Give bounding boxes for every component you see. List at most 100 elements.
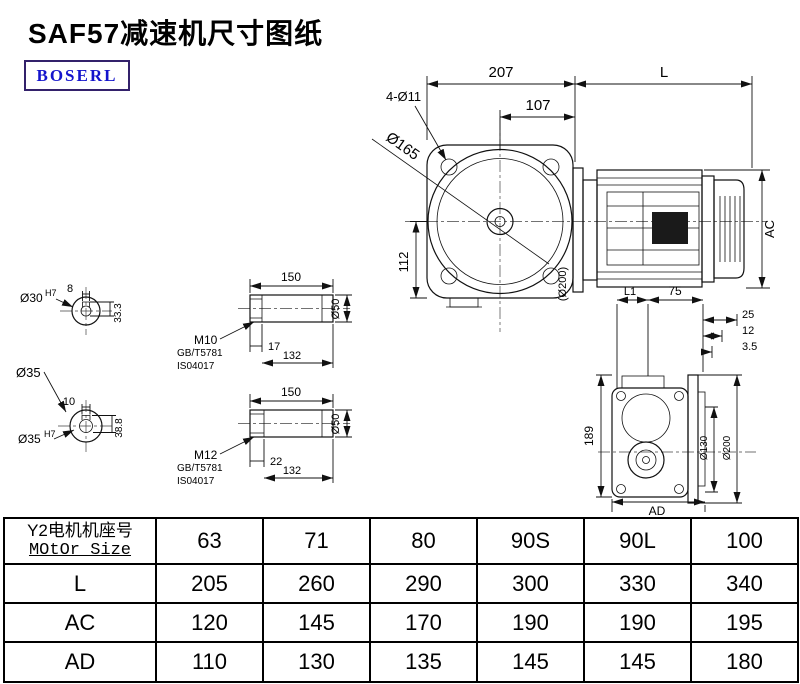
motor-adapter <box>582 179 598 281</box>
value-cell: 190 <box>476 602 585 643</box>
brand-text: BOSERL <box>36 65 118 85</box>
section-a-keyway <box>82 301 90 307</box>
dim-d50a: Ø50 <box>330 299 342 320</box>
value-cell: 205 <box>155 563 264 604</box>
standard-gb-a: GB/T5781 <box>177 348 223 359</box>
dim-AC: AC <box>762 220 777 238</box>
value-cell: 190 <box>583 602 692 643</box>
value-cell: 195 <box>690 602 799 643</box>
value-cell: 300 <box>476 563 585 604</box>
side-bolt <box>674 484 684 494</box>
motor-size-table: Y2电机机座号 MOtOr Size 63 71 80 90S 90L 100 … <box>3 517 799 683</box>
motor-flange-plate <box>572 167 584 293</box>
dim-bore-35: Ø35 <box>18 432 41 446</box>
standard-gb-b: GB/T5781 <box>177 463 223 474</box>
motor-core-block <box>652 212 688 244</box>
dim-3-5: 3.5 <box>742 341 757 353</box>
section-b-outer-circle <box>69 409 103 443</box>
dim-keyway-height-333: 33.3 <box>113 303 124 323</box>
header-label-cell: Y2电机机座号 MOtOr Size <box>3 517 157 565</box>
dim-107: 107 <box>525 97 550 114</box>
motor-size-cell: 90S <box>476 517 585 565</box>
header-label-cn: Y2电机机座号 <box>27 521 133 540</box>
value-cell: 130 <box>262 641 371 683</box>
fan-cover <box>713 179 745 279</box>
shaft-b-body <box>249 409 334 438</box>
value-cell: 110 <box>155 641 264 683</box>
extension-lines-22 <box>249 439 265 467</box>
extension-lines-key8 <box>82 291 90 301</box>
output-flange-pilot <box>697 391 706 487</box>
dim-75: 75 <box>668 284 682 298</box>
value-cell: 260 <box>262 563 371 604</box>
bore-30-leader <box>55 298 74 308</box>
motor-size-cell: 100 <box>690 517 799 565</box>
bolt-hole <box>440 158 458 176</box>
dim-keyway-10: 10 <box>63 396 75 408</box>
dim-22: 22 <box>270 456 282 468</box>
dim-d130: Ø130 <box>699 435 710 460</box>
output-shaft-outer <box>627 441 665 479</box>
side-cavity-circle <box>621 393 671 443</box>
thread-m10: M10 <box>194 333 218 347</box>
page-title: SAF57减速机尺寸图纸 <box>28 18 324 49</box>
section-b-bore-circle <box>79 419 93 433</box>
shaft-35-leader <box>43 371 67 413</box>
value-cell: 135 <box>369 641 478 683</box>
dim-flange-diameter: Ø165 <box>383 129 423 164</box>
bolt-hole <box>542 267 560 285</box>
motor-stator <box>606 191 700 266</box>
bore-section-a: 8 Ø30 H7 33.3 <box>20 283 124 335</box>
side-bolt <box>674 391 684 401</box>
motor-size-cell: 90L <box>583 517 692 565</box>
dim-AD: AD <box>649 504 666 517</box>
thread-m10-leader <box>219 321 255 340</box>
dim-adapter-flange: (Ø200) <box>557 267 569 301</box>
row-label-cell: AD <box>3 641 157 683</box>
value-cell: 330 <box>583 563 692 604</box>
output-shaft-inner <box>635 449 657 471</box>
dim-bore-30: Ø30 <box>20 291 43 305</box>
side-housing-top-boss <box>621 375 665 389</box>
value-cell: 145 <box>476 641 585 683</box>
thread-m12-leader <box>219 436 255 455</box>
dim-132b: 132 <box>283 465 301 477</box>
section-b-keyway <box>81 415 91 420</box>
thread-m12: M12 <box>194 448 218 462</box>
dim-132a: 132 <box>283 350 301 362</box>
table-row-AD: AD 110 130 135 145 145 180 <box>3 641 799 683</box>
dim-L: L <box>660 64 668 81</box>
table-row-AC: AC 120 145 170 190 190 195 <box>3 602 799 643</box>
dim-150b: 150 <box>281 385 301 399</box>
dim-L1: L1 <box>624 286 636 298</box>
standard-iso-b: IS04017 <box>177 476 215 487</box>
dim-207: 207 <box>488 64 513 81</box>
motor-size-cell: 63 <box>155 517 264 565</box>
dim-bore-30-tol: H7 <box>45 288 57 298</box>
section-a-bore-circle <box>80 305 92 317</box>
technical-drawing: 207 L 107 4-Ø11 Ø165 112 (Ø200) AC <box>16 64 777 517</box>
section-a-centerlines <box>60 287 112 335</box>
shaft-b-details <box>250 410 323 437</box>
side-bolt <box>616 391 626 401</box>
bore-35-leader <box>53 429 75 440</box>
extension-lines-key10 <box>81 404 91 415</box>
dim-150a: 150 <box>281 270 301 284</box>
motor-end-bell <box>701 175 715 283</box>
section-a-outer-circle <box>71 296 101 326</box>
bolt-hole <box>440 267 458 285</box>
dim-112: 112 <box>396 252 411 273</box>
dim-189: 189 <box>582 426 596 446</box>
dim-keyway-8: 8 <box>67 283 73 295</box>
dim-d50b: Ø50 <box>330 414 342 435</box>
fan-cover-slots <box>719 196 741 262</box>
dim-17: 17 <box>268 341 280 353</box>
table-row-L: L 205 260 290 300 330 340 <box>3 563 799 604</box>
value-cell: 145 <box>583 641 692 683</box>
shaft-detail-a: 150 M10 GB/T5781 IS04017 17 132 Ø50 <box>177 270 352 372</box>
section-b-centerlines <box>58 400 114 452</box>
dim-25: 25 <box>742 309 754 321</box>
dim-bolt-holes: 4-Ø11 <box>386 89 421 104</box>
row-label-cell: AC <box>3 602 157 643</box>
